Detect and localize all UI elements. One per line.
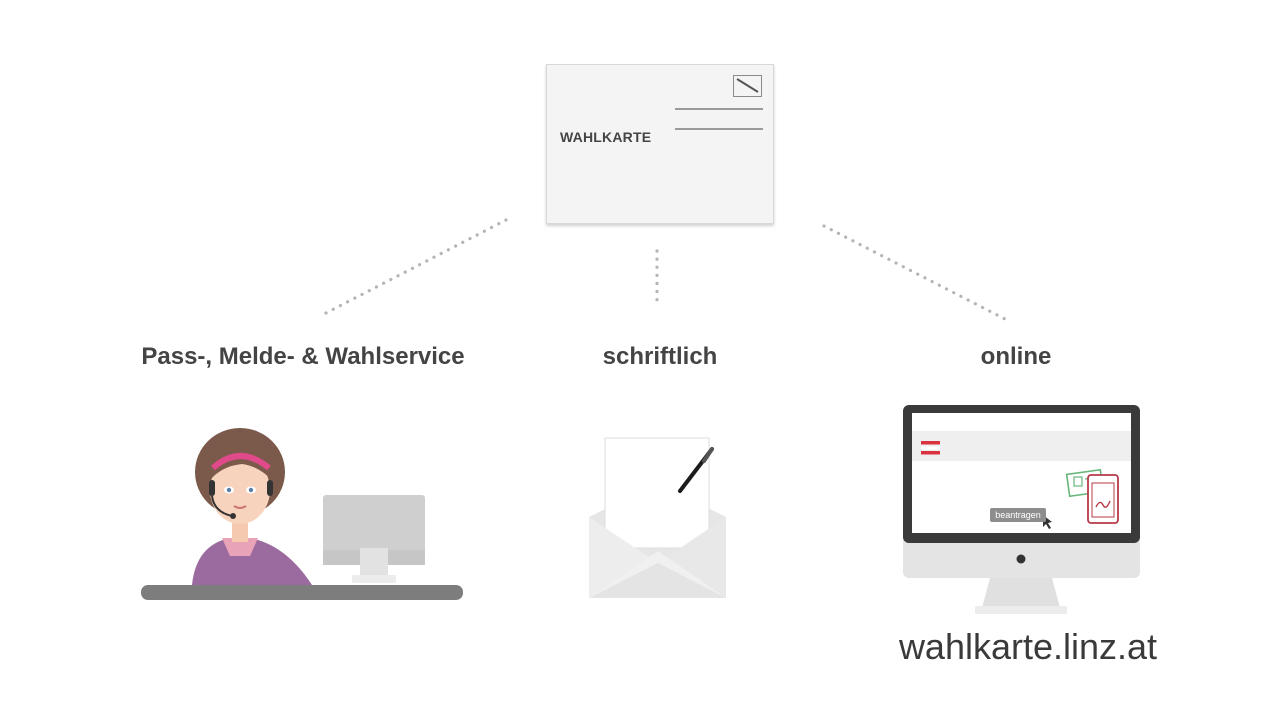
address-line bbox=[675, 128, 763, 130]
website-url[interactable]: wahlkarte.linz.at bbox=[898, 626, 1158, 667]
connector-right bbox=[822, 224, 1007, 321]
heading-service: Pass-, Melde- & Wahlservice bbox=[141, 343, 465, 370]
monitor-icon bbox=[903, 405, 1140, 614]
wahlkarte-postcard: WAHLKARTE bbox=[546, 64, 774, 224]
letter-envelope-icon bbox=[589, 437, 726, 598]
apply-button[interactable]: beantragen bbox=[990, 508, 1046, 522]
stamp-icon bbox=[733, 75, 762, 97]
connector-left bbox=[324, 218, 508, 315]
signature-tablet-icon bbox=[1087, 474, 1119, 524]
austria-flag-logo bbox=[921, 441, 940, 455]
address-line bbox=[675, 108, 763, 110]
pen-icon bbox=[678, 447, 714, 493]
heading-written: schriftlich bbox=[602, 343, 718, 370]
agent-illustration bbox=[141, 428, 463, 600]
heading-online: online bbox=[980, 343, 1052, 370]
postcard-title: WAHLKARTE bbox=[560, 129, 652, 145]
